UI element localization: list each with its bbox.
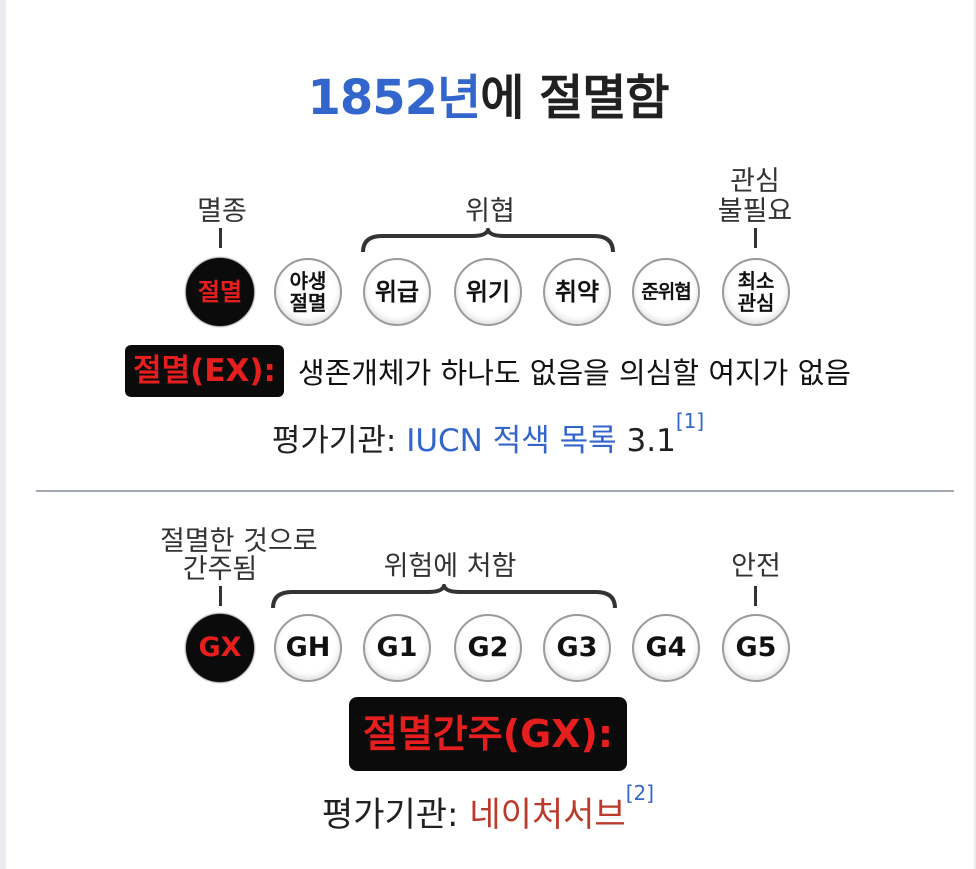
- iucn-status-badge: 절멸(EX):: [125, 345, 284, 397]
- section-divider: [36, 490, 954, 492]
- extinction-year-link[interactable]: 1852년: [307, 70, 481, 126]
- label-secure: 안전: [731, 551, 781, 582]
- tick-presumed-extinct: [219, 586, 222, 606]
- status-vulnerable-circle[interactable]: 취약: [543, 258, 611, 326]
- status-vulnerable-text: 취약: [554, 278, 600, 306]
- natureserve-source: 평가기관: 네이처서브[2]: [0, 781, 976, 836]
- status-near-threatened-circle[interactable]: 준위협: [632, 258, 700, 326]
- status-g1-circle[interactable]: G1: [363, 614, 431, 682]
- natureserve-source-prefix: 평가기관:: [321, 795, 470, 835]
- status-gh-text: GH: [285, 632, 331, 663]
- label-presumed-extinct-line1: 절멸한 것으로: [160, 526, 318, 557]
- natureserve-status-row: 절멸간주(GX):: [0, 697, 976, 771]
- label-at-risk: 위험에 처함: [383, 551, 517, 582]
- status-critically-endangered-text: 위급: [374, 278, 420, 306]
- status-g5-circle[interactable]: G5: [722, 614, 790, 682]
- status-g1-text: G1: [376, 632, 418, 663]
- iucn-source-prefix: 평가기관:: [271, 423, 407, 459]
- label-presumed-extinct-line2: 간주됨: [182, 554, 258, 585]
- iucn-status-description: 생존개체가 하나도 없음을 의심할 여지가 없음: [297, 356, 851, 390]
- tick-extinct: [219, 228, 222, 248]
- status-g5-text: G5: [735, 632, 777, 663]
- tick-least-concern: [754, 228, 757, 248]
- extinction-title: 1852년에 절멸함: [0, 58, 976, 128]
- status-endangered-text: 위기: [465, 278, 511, 306]
- status-gx-text: GX: [198, 632, 242, 663]
- iucn-version: 3.1: [616, 423, 676, 459]
- status-g2-circle[interactable]: G2: [454, 614, 522, 682]
- natureserve-status-badge: 절멸간주(GX):: [348, 697, 628, 771]
- status-endangered-circle[interactable]: 위기: [454, 258, 522, 326]
- status-extinct-text: 절멸: [197, 278, 243, 306]
- status-near-threatened-text: 준위협: [641, 281, 691, 303]
- left-border: [0, 0, 6, 869]
- iucn-red-list-link[interactable]: IUCN 적색 목록: [406, 423, 617, 459]
- right-border: [974, 0, 976, 869]
- status-gh-circle[interactable]: GH: [274, 614, 342, 682]
- natureserve-link[interactable]: 네이처서브: [469, 795, 626, 835]
- citation-2-link[interactable]: [2]: [625, 781, 655, 805]
- tick-secure: [754, 586, 757, 606]
- label-threatened: 위협: [465, 196, 515, 227]
- status-g2-text: G2: [467, 632, 509, 663]
- status-gx-circle[interactable]: GX: [186, 614, 254, 682]
- status-critically-endangered-circle[interactable]: 위급: [363, 258, 431, 326]
- threatened-bracket: [361, 228, 615, 253]
- title-rest: 에 절멸함: [480, 70, 669, 126]
- label-extinct: 멸종: [197, 196, 247, 227]
- status-extinct-circle[interactable]: 절멸: [186, 258, 254, 326]
- label-least-concern-line2: 불필요: [717, 196, 793, 227]
- status-g3-text: G3: [556, 632, 598, 663]
- iucn-status-row: 절멸(EX): 생존개체가 하나도 없음을 의심할 여지가 없음: [0, 345, 976, 397]
- status-g3-circle[interactable]: G3: [543, 614, 611, 682]
- at-risk-bracket: [271, 584, 617, 609]
- status-g4-circle[interactable]: G4: [632, 614, 700, 682]
- citation-1-link[interactable]: [1]: [675, 409, 705, 433]
- iucn-source: 평가기관: IUCN 적색 목록 3.1[1]: [0, 409, 976, 460]
- label-least-concern-line1: 관심: [730, 166, 780, 197]
- status-g4-text: G4: [645, 632, 687, 663]
